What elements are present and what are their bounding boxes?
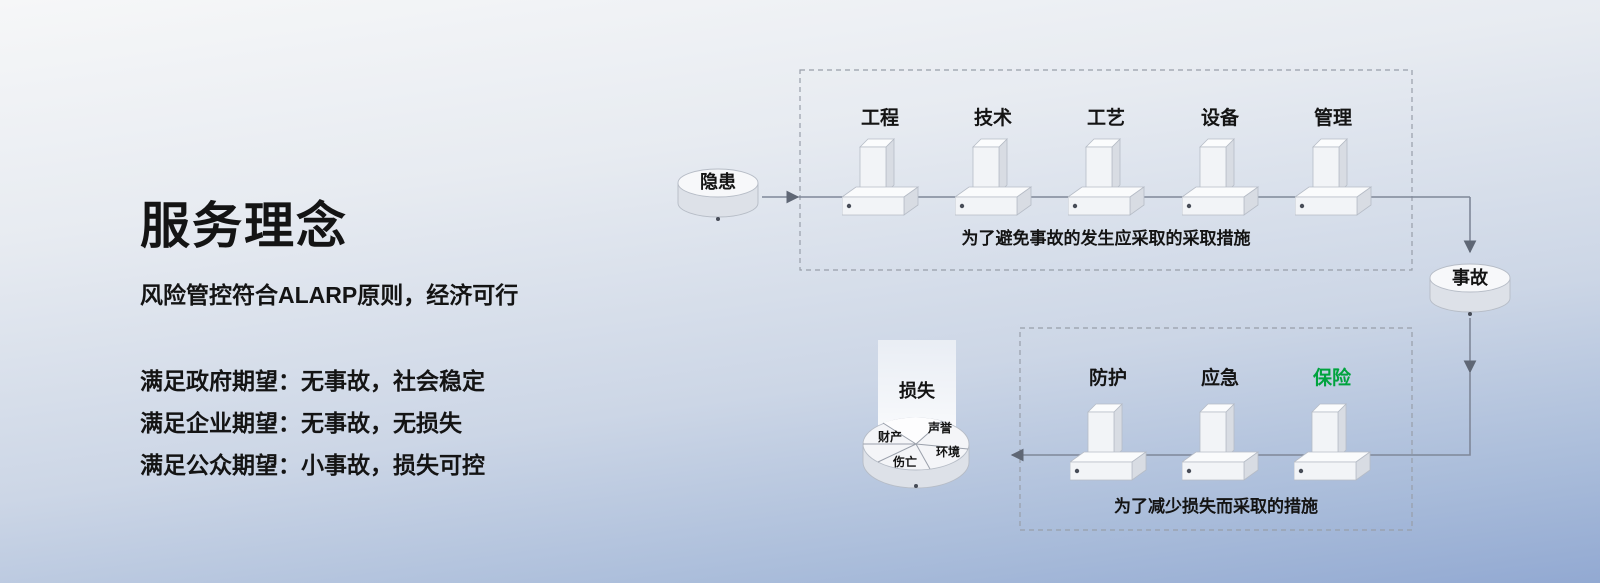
barrier-label-protection: 防护	[1089, 366, 1127, 389]
barrier-label-technology: 技术	[974, 106, 1012, 129]
arrow-to-loss	[1010, 372, 1471, 462]
mitigation-caption: 为了减少损失而采取的措施	[1114, 496, 1318, 516]
loss-segment-reputation: 声誉	[927, 420, 953, 435]
expectation-government: 满足政府期望：无事故，社会稳定	[140, 368, 485, 394]
barrier-label-process: 工艺	[1087, 107, 1125, 129]
barrier-block-equipment	[1182, 138, 1259, 216]
barrier-label-engineering: 工程	[861, 107, 899, 129]
loss-cylinder-dot	[914, 484, 918, 488]
expectation-enterprise: 满足企业期望：无事故，无损失	[140, 410, 462, 436]
loss-label: 损失	[899, 380, 936, 401]
loss-segment-casualty: 伤亡	[892, 454, 917, 469]
accident-node: 事故	[1429, 263, 1511, 317]
alarp-subtitle: 风险管控符合ALARP原则，经济可行	[140, 282, 519, 308]
barrier-label-emergency: 应急	[1201, 366, 1239, 389]
loss-pie-highlight	[883, 417, 942, 444]
barrier-block-protection	[1070, 403, 1147, 481]
loss-pie-dividers	[863, 420, 969, 470]
loss-segment-environment: 环境	[936, 444, 960, 459]
prevention-box	[799, 69, 1413, 271]
prevention-caption: 为了避免事故的发生应采取的采取措施	[962, 228, 1251, 248]
barrier-block-management	[1295, 138, 1372, 216]
mitigation-barriers: 防护 应急 保险 为了减少损失而采取的措施	[1070, 366, 1371, 516]
hazard-label: 隐患	[700, 172, 736, 192]
loss-segment-property: 财产	[877, 429, 902, 444]
expectation-public: 满足公众期望：小事故，损失可控	[140, 452, 485, 478]
prevention-barriers: 工程 技术 工艺 设备 管理 为了避免事故的发生应采取的采取措施	[842, 106, 1372, 248]
page-title: 服务理念	[140, 198, 348, 254]
barrier-block-process	[1068, 138, 1145, 216]
loss-node: 损失 财产 声誉 伤亡 环境	[862, 340, 970, 489]
barrier-label-management: 管理	[1314, 106, 1352, 129]
barrier-block-insurance	[1294, 403, 1371, 481]
accident-label: 事故	[1452, 267, 1489, 288]
barrier-block-emergency	[1182, 403, 1259, 481]
barrier-block-engineering	[842, 138, 919, 216]
barrier-label-equipment: 设备	[1201, 106, 1240, 129]
barrier-block-technology	[955, 138, 1032, 216]
hazard-node: 隐患	[677, 168, 759, 222]
barrier-label-insurance: 保险	[1312, 366, 1352, 389]
